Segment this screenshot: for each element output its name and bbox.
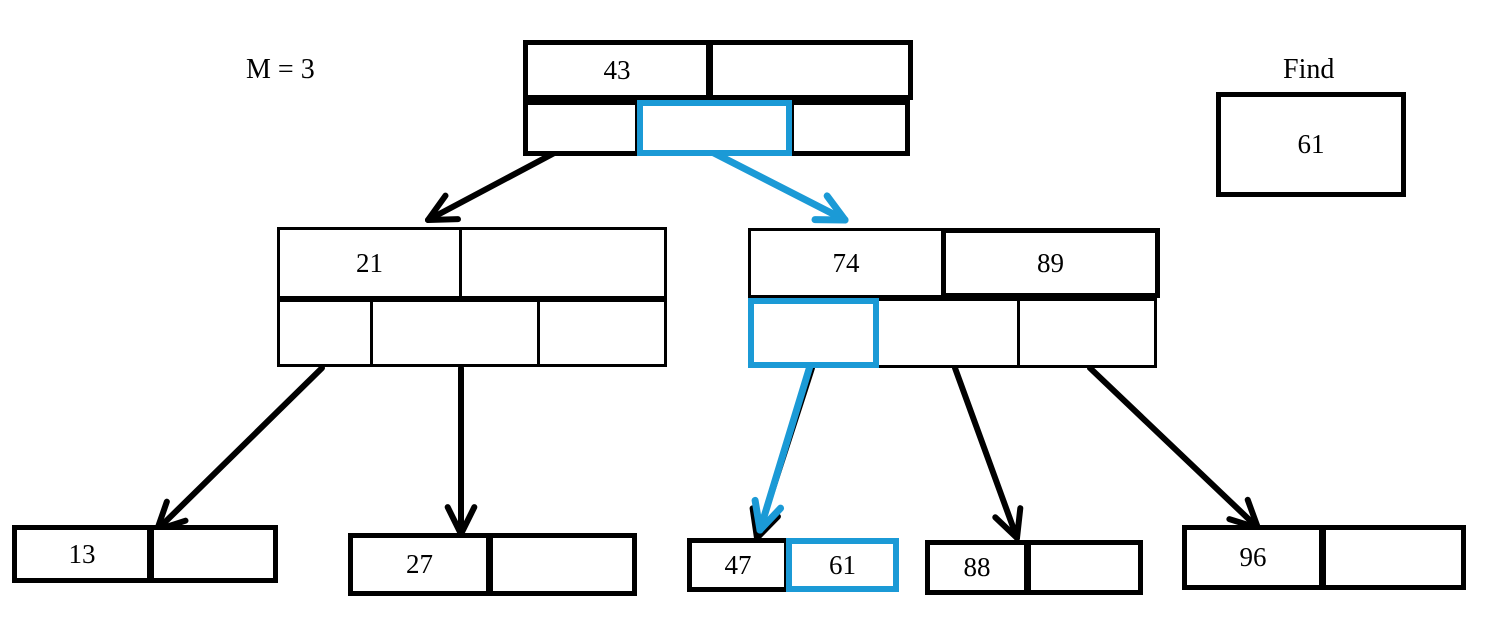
root-key-0-text: 43 <box>603 54 631 85</box>
leaf-node-27[interactable]: 27 <box>348 533 637 596</box>
leaf-27-cell-0-text: 27 <box>406 549 433 579</box>
root-key-row: 43 <box>523 40 913 100</box>
edge-left-internal-to-leaf-27 <box>444 365 478 537</box>
leaf-27-cell-0[interactable]: 27 <box>348 533 491 596</box>
leaf-27-cell-1[interactable] <box>488 533 637 596</box>
find-value-box[interactable]: 61 <box>1216 92 1406 197</box>
leaf-27-row: 27 <box>348 533 637 596</box>
edge-right-internal-to-leaf-88 <box>952 365 1024 541</box>
leaf-13-row: 13 <box>12 525 278 583</box>
left-internal-key-cell-0[interactable]: 21 <box>277 227 462 299</box>
leaf-13-cell-0[interactable]: 13 <box>12 525 152 583</box>
root-key-cell-1[interactable] <box>708 40 913 100</box>
edge-left-internal-to-leaf-13 <box>154 365 325 533</box>
right-internal-pointer-cell-1[interactable] <box>876 298 1020 368</box>
leaf-88-cell-1[interactable] <box>1026 540 1143 595</box>
left-internal-key-0-text: 21 <box>356 247 383 278</box>
right-internal-key-1-text: 89 <box>1037 247 1064 278</box>
internal-node-left[interactable]: 21 <box>277 227 667 367</box>
leaf-96-row: 96 <box>1182 525 1466 590</box>
left-internal-key-row: 21 <box>277 227 667 299</box>
right-internal-key-0-text: 74 <box>832 247 860 278</box>
root-pointer-row <box>523 100 913 156</box>
left-internal-pointer-cell-0[interactable] <box>277 299 373 367</box>
right-internal-pointer-cell-0-selected[interactable] <box>748 298 879 368</box>
right-internal-key-cell-1[interactable]: 89 <box>941 228 1160 298</box>
left-internal-pointer-cell-2[interactable] <box>537 299 667 367</box>
find-label: Find <box>1283 54 1335 85</box>
leaf-96-cell-1[interactable] <box>1321 525 1466 590</box>
leaf-88-cell-0[interactable]: 88 <box>925 540 1029 595</box>
edge-right-internal-to-leaf-96 <box>1087 365 1261 531</box>
root-pointer-cell-0[interactable] <box>523 100 640 156</box>
leaf-96-cell-0[interactable]: 96 <box>1182 525 1324 590</box>
leaf-47-cell[interactable]: 47 <box>687 538 789 592</box>
leaf-13-cell-0-text: 13 <box>68 538 96 569</box>
leaf-node-88[interactable]: 88 <box>925 540 1143 595</box>
find-value-text: 61 <box>1297 129 1325 159</box>
leaf-node-13[interactable]: 13 <box>12 525 278 583</box>
edge-root-to-right-internal <box>708 148 849 224</box>
root-node[interactable]: 43 <box>523 40 913 156</box>
leaf-13-cell-1[interactable] <box>149 525 278 583</box>
leaf-61-cell-selected[interactable]: 61 <box>786 538 899 592</box>
edge-right-internal-to-leaf-47-black <box>749 365 815 541</box>
leaf-96-cell-0-text: 96 <box>1239 542 1267 572</box>
edge-right-internal-to-leaf-47-blue <box>751 362 814 534</box>
right-internal-key-row: 74 89 <box>748 228 1160 298</box>
root-pointer-cell-1-selected[interactable] <box>637 100 792 156</box>
leaf-61-cell-text: 61 <box>829 549 856 580</box>
leaf-node-96[interactable]: 96 <box>1182 525 1466 590</box>
internal-node-right[interactable]: 74 89 <box>748 228 1160 368</box>
leaf-node-47-61[interactable]: 47 61 <box>687 538 899 592</box>
root-key-cell-0[interactable]: 43 <box>523 40 711 100</box>
left-internal-key-cell-1[interactable] <box>459 227 667 299</box>
leaf-88-cell-0-text: 88 <box>963 552 991 582</box>
right-internal-pointer-cell-2[interactable] <box>1017 298 1157 368</box>
leaf-88-row: 88 <box>925 540 1143 595</box>
leaf-47-cell-text: 47 <box>724 549 752 580</box>
right-internal-key-cell-0[interactable]: 74 <box>748 228 944 298</box>
root-pointer-cell-2[interactable] <box>789 100 910 156</box>
left-internal-pointer-cell-1[interactable] <box>370 299 540 367</box>
leaf-47-61-row: 47 61 <box>687 538 899 592</box>
left-internal-pointer-row <box>277 299 667 367</box>
order-label: M = 3 <box>246 54 315 85</box>
right-internal-pointer-row <box>748 298 1160 368</box>
